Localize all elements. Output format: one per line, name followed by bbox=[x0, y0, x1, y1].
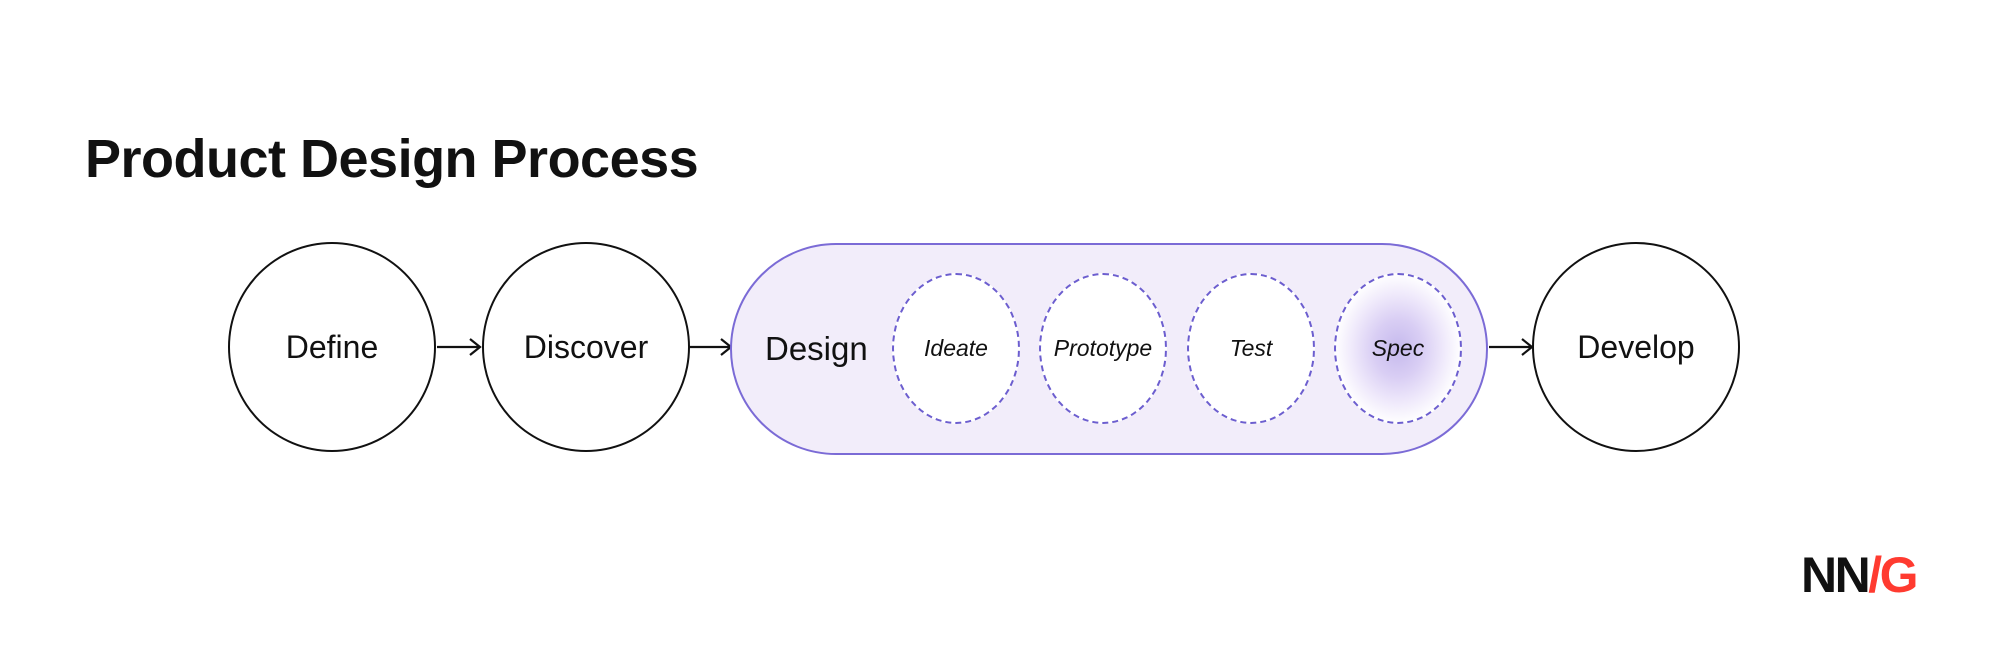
step-discover-label: Discover bbox=[523, 328, 649, 365]
substep-test: Test bbox=[1187, 273, 1315, 424]
substep-test-label: Test bbox=[1229, 335, 1273, 361]
substep-prototype-label: Prototype bbox=[1053, 335, 1153, 361]
arrow-right-icon bbox=[688, 338, 733, 356]
step-discover: Discover bbox=[482, 242, 690, 452]
substep-prototype: Prototype bbox=[1039, 273, 1167, 424]
step-develop: Develop bbox=[1532, 242, 1740, 452]
step-define: Define bbox=[228, 242, 436, 452]
step-design-label: Design bbox=[765, 330, 868, 367]
substep-ideate: Ideate bbox=[892, 273, 1020, 424]
arrow-right-icon bbox=[1489, 338, 1534, 356]
nng-logo-slash-g: /G bbox=[1868, 547, 1918, 603]
step-design-pill: Design Ideate Prototype Test Spec bbox=[730, 243, 1488, 455]
substep-spec-highlighted: Spec bbox=[1334, 273, 1462, 424]
step-define-label: Define bbox=[285, 328, 379, 365]
step-develop-label: Develop bbox=[1577, 328, 1695, 365]
arrow-right-icon bbox=[437, 338, 482, 356]
substep-spec-label: Spec bbox=[1371, 335, 1425, 361]
nng-logo-nn: NN bbox=[1801, 547, 1871, 603]
substep-ideate-label: Ideate bbox=[924, 335, 988, 361]
page-title: Product Design Process bbox=[85, 129, 699, 190]
nng-logo: NN/G bbox=[1801, 547, 1919, 603]
